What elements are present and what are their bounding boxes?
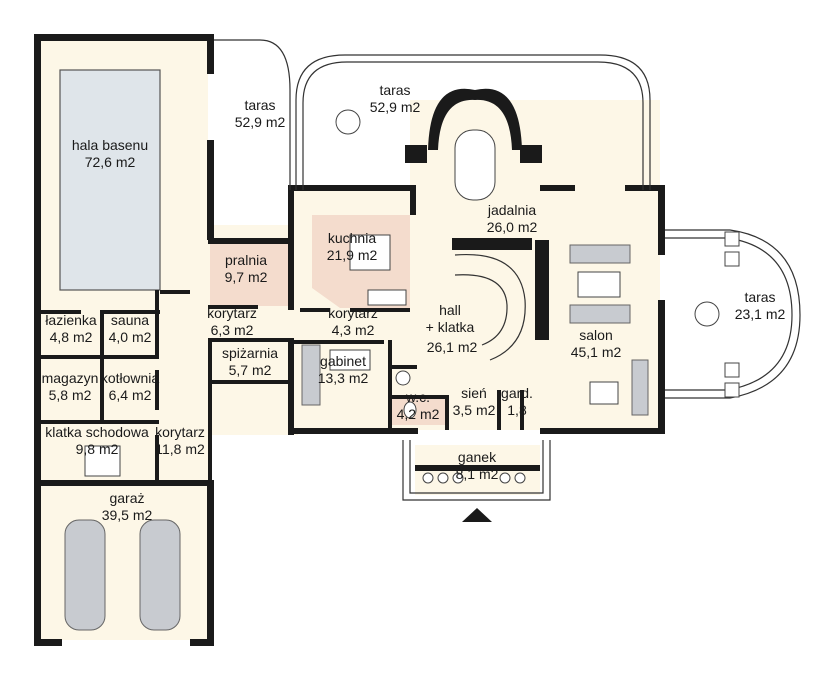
walls — [34, 34, 665, 646]
room-name-wc: w.c. — [405, 389, 430, 405]
room-name-lazienka: łazienka — [45, 312, 97, 328]
room-area-kotlownia: 6,4 m2 — [109, 387, 152, 403]
room-area-gard: 1,8 — [507, 402, 527, 418]
room-area-korytarz-c: 11,8 m2 — [155, 441, 205, 457]
room-area-sauna: 4,0 m2 — [109, 329, 152, 345]
room-name-spizarnia: spiżarnia — [222, 345, 278, 361]
room-name-magazyn: magazyn — [42, 370, 99, 386]
room-area-ganek: 8,1 m2 — [456, 466, 499, 482]
room-area-kuchnia: 21,9 m2 — [327, 247, 378, 263]
room-area-garaz: 39,5 m2 — [102, 507, 153, 523]
room-area-hall-area: 26,1 m2 — [427, 339, 478, 355]
room-area-klatka-schodowa: 9,8 m2 — [76, 441, 119, 457]
room-name-hall: hall — [439, 302, 461, 318]
room-name-salon: salon — [579, 327, 612, 343]
room-name-jadalnia: jadalnia — [487, 202, 536, 218]
room-area-magazyn: 5,8 m2 — [49, 387, 92, 403]
room-area-hall: + klatka — [426, 319, 475, 335]
room-name-garaz: garaż — [109, 490, 144, 506]
room-name-kuchnia: kuchnia — [328, 230, 376, 246]
triangle-up-icon — [462, 508, 492, 522]
room-area-pralnia: 9,7 m2 — [225, 269, 268, 285]
room-name-gabinet: gabinet — [320, 353, 366, 369]
room-name-korytarz-a: korytarz — [207, 305, 257, 321]
room-area-jadalnia: 26,0 m2 — [487, 219, 538, 235]
room-area-taras-right: 23,1 m2 — [735, 306, 786, 322]
room-area-wc: 4,2 m2 — [397, 406, 440, 422]
room-area-sien: 3,5 m2 — [453, 402, 496, 418]
room-name-hala-basenu: hala basenu — [72, 137, 148, 153]
swimming-pool — [59, 69, 161, 291]
room-area-lazienka: 4,8 m2 — [50, 329, 93, 345]
room-name-taras-top: taras — [379, 82, 410, 98]
room-name-taras-left: taras — [244, 97, 275, 113]
room-area-taras-top: 52,9 m2 — [370, 99, 421, 115]
room-name-ganek: ganek — [458, 449, 497, 465]
room-name-kotlownia: kotłownia — [101, 370, 160, 386]
furniture — [64, 109, 740, 631]
room-name-korytarz-b: korytarz — [328, 305, 378, 321]
room-name-pralnia: pralnia — [225, 252, 267, 268]
room-area-spizarnia: 5,7 m2 — [229, 362, 272, 378]
room-name-sien: sień — [461, 385, 487, 401]
room-name-taras-right: taras — [744, 289, 775, 305]
room-name-gard: gard. — [501, 385, 533, 401]
room-name-korytarz-c: korytarz — [155, 424, 205, 440]
room-area-korytarz-b: 4,3 m2 — [332, 322, 375, 338]
room-area-salon: 45,1 m2 — [571, 344, 622, 360]
room-area-hala-basenu: 72,6 m2 — [85, 154, 136, 170]
room-area-taras-left: 52,9 m2 — [235, 114, 286, 130]
terrace-outlines — [214, 39, 801, 501]
room-name-sauna: sauna — [111, 312, 149, 328]
room-area-gabinet: 13,3 m2 — [318, 370, 369, 386]
room-name-klatka-schodowa: klatka schodowa — [45, 424, 149, 440]
room-area-korytarz-a: 6,3 m2 — [211, 322, 254, 338]
